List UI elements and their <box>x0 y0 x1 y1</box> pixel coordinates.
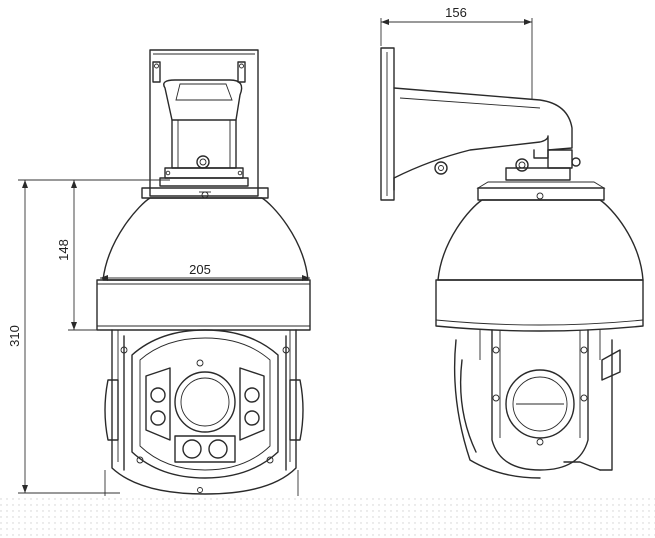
front-wall-plate <box>149 49 259 197</box>
front-dome <box>102 197 309 281</box>
side-dome <box>437 199 644 281</box>
side-view <box>380 47 644 479</box>
dim-housing-width-label: 205 <box>189 262 211 277</box>
front-bracket-arm <box>159 79 249 187</box>
dim-bracket-depth-label: 156 <box>445 5 467 20</box>
side-bracket-arm <box>393 87 581 191</box>
dim-dome-height-label: 148 <box>56 239 71 261</box>
dim-total-height: 310 <box>7 179 170 494</box>
front-lower-body <box>104 329 304 495</box>
front-view <box>96 49 311 495</box>
side-yoke <box>479 329 601 471</box>
front-collar <box>141 187 269 199</box>
dim-dome-height: 148 <box>56 179 100 331</box>
floor-strip <box>0 496 655 538</box>
front-camera-head <box>131 329 279 479</box>
front-housing-band <box>96 279 311 331</box>
side-housing-band <box>435 279 644 332</box>
side-lens <box>505 369 575 446</box>
dim-total-height-label: 310 <box>7 325 22 347</box>
side-wall-plate <box>380 47 395 201</box>
side-lower-body <box>453 339 621 479</box>
dim-bracket-depth: 156 <box>380 5 533 100</box>
dim-housing-width: 205 <box>100 262 310 496</box>
side-collar <box>477 187 605 201</box>
